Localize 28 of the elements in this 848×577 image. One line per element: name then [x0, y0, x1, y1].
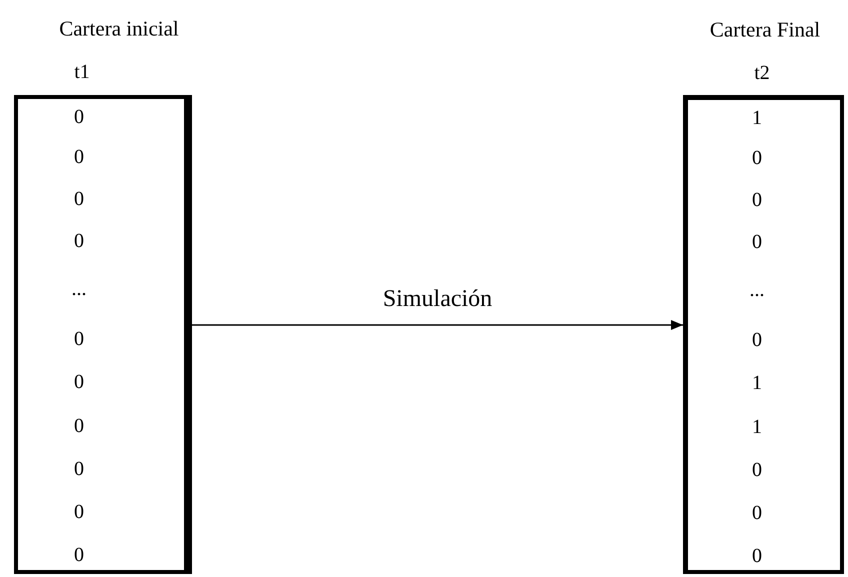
- cell-value: 0: [74, 372, 84, 392]
- time-label: t2: [754, 63, 770, 83]
- column-heading: Cartera inicial: [59, 18, 179, 40]
- cell-value: 1: [752, 108, 762, 128]
- cell-value: ...: [72, 279, 86, 299]
- cell-value: 0: [752, 232, 762, 252]
- cell-value: 0: [74, 189, 84, 209]
- cell-value: ...: [750, 280, 764, 300]
- cell-value: 0: [74, 329, 84, 349]
- cell-value: 0: [74, 231, 84, 251]
- cell-value: 0: [752, 503, 762, 523]
- cell-value: 0: [74, 416, 84, 436]
- column-heading: Cartera Final: [710, 20, 820, 40]
- edge-label: Simulación: [382, 287, 492, 311]
- cell-value: 0: [74, 502, 84, 522]
- cell-value: 1: [752, 373, 762, 393]
- cell-value: 0: [752, 546, 762, 566]
- arrow: [192, 320, 683, 330]
- cell-value: 0: [752, 460, 762, 480]
- cell-value: 1: [752, 417, 762, 437]
- cell-value: 0: [752, 148, 762, 168]
- cell-value: 0: [74, 459, 84, 479]
- cell-value: 0: [752, 190, 762, 210]
- time-label: t1: [74, 62, 90, 82]
- cell-value: 0: [74, 107, 84, 127]
- cell-value: 0: [74, 545, 84, 565]
- cell-value: 0: [752, 330, 762, 350]
- cell-value: 0: [74, 147, 84, 167]
